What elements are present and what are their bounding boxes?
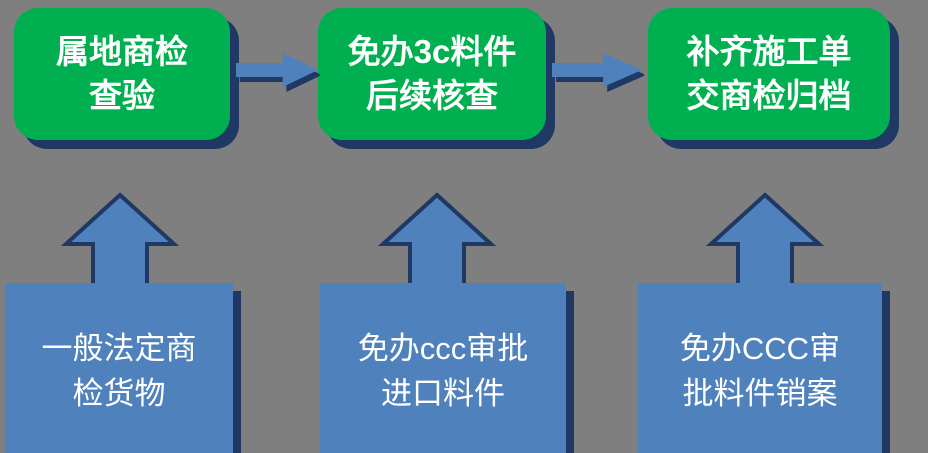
right-arrow-icon (552, 48, 644, 92)
process-box-label-line: 交商检归档 (686, 77, 852, 114)
up-arrow-shape (705, 192, 825, 287)
source-box-label-line: 免办ccc审批 (357, 331, 529, 366)
process-box-label-line: 后续核查 (366, 77, 498, 114)
process-box-label-line: 补齐施工单 (686, 33, 852, 71)
right-arrow-icon (236, 48, 320, 92)
up-arrow-icon (377, 192, 497, 287)
source-box-ccc-imported-parts: 免办ccc审批 进口料件 (320, 283, 566, 453)
source-box-label-line: 检货物 (72, 375, 166, 411)
up-arrow-shape (60, 192, 180, 287)
source-box-label-line: 进口料件 (381, 375, 505, 411)
right-arrow-shape (552, 53, 642, 87)
process-box-archive: 补齐施工单 交商检归档 (648, 8, 890, 140)
up-arrow-shape (377, 192, 497, 287)
source-box-label-line: 免办CCC审 (679, 331, 841, 366)
process-box-label-line: 免办3c料件 (347, 33, 517, 71)
process-box-3c-followup: 免办3c料件 后续核查 (318, 8, 546, 140)
source-box-label-line: 一般法定商 (41, 331, 197, 366)
process-box-label-line: 查验 (89, 77, 155, 114)
source-box-legal-goods: 一般法定商 检货物 (5, 283, 233, 453)
process-box-inspection: 属地商检 查验 (14, 8, 230, 140)
up-arrow-icon (705, 192, 825, 287)
source-box-ccc-parts-cancellation: 免办CCC审 批料件销案 (638, 283, 882, 453)
up-arrow-icon (60, 192, 180, 287)
source-box-label-line: 批料件销案 (682, 375, 838, 411)
right-arrow-shape (236, 53, 319, 87)
process-box-label-line: 属地商检 (56, 33, 188, 71)
